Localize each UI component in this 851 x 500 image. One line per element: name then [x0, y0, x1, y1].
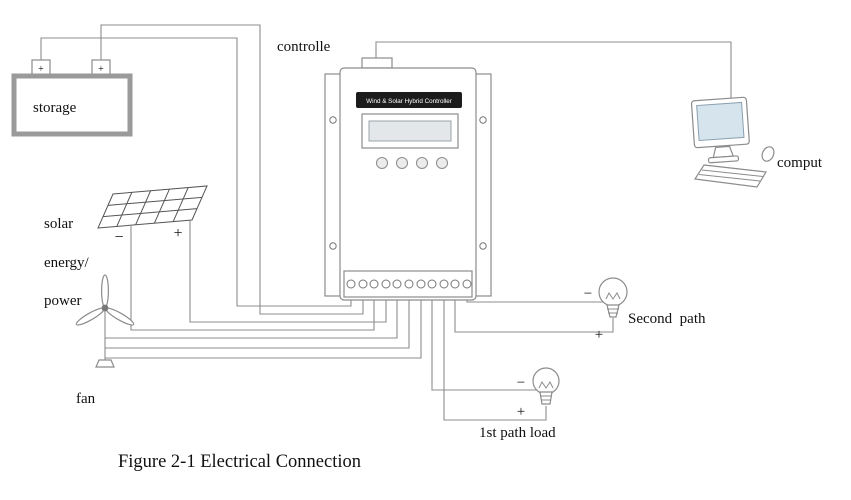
wire-computer	[375, 41, 732, 99]
controller-flange-left	[324, 73, 342, 297]
wire-second-path-plus	[454, 300, 614, 333]
wire-fan-1	[105, 300, 398, 339]
mounting-hole	[329, 242, 337, 250]
wire-solar-plus	[189, 221, 387, 323]
fan-label: fan	[76, 391, 96, 407]
storage-label: storage	[33, 100, 77, 116]
source-label-line1: solar	[44, 216, 73, 232]
second-path-minus-mark: −	[584, 286, 592, 302]
controller: Wind & Solar Hybrid Controller	[324, 57, 492, 301]
bulb-glass	[598, 277, 628, 307]
wire-fan-2	[105, 300, 410, 349]
battery-body	[11, 73, 133, 137]
monitor-screen	[696, 101, 745, 142]
solar-minus-mark: −	[114, 229, 123, 246]
monitor-base	[707, 155, 740, 164]
keyboard	[693, 164, 767, 188]
controller-button-2	[396, 157, 408, 169]
controller-flange-right	[474, 73, 492, 297]
turbine-blade	[100, 274, 109, 308]
wire-fan-3	[105, 300, 422, 359]
controller-button-1	[376, 157, 388, 169]
mouse	[761, 146, 775, 162]
battery: + + storage	[11, 59, 133, 137]
source-label-line2: energy/	[44, 255, 90, 271]
wire-first-path-minus	[431, 300, 536, 391]
second-path-label: Second path	[628, 311, 706, 327]
controller-button-3	[416, 157, 428, 169]
wires	[40, 24, 732, 421]
bulb-filament	[605, 292, 621, 300]
first-path-plus-mark: +	[517, 404, 525, 420]
mounting-hole	[329, 116, 337, 124]
bulb-filament	[538, 381, 554, 389]
source-label-line3: power	[44, 293, 82, 309]
wire-second-path-minus	[466, 300, 603, 303]
battery-terminal-right-mark: +	[98, 64, 104, 75]
controller-label: controlle	[277, 39, 331, 55]
controller-title: Wind & Solar Hybrid Controller	[366, 98, 452, 105]
terminals	[346, 279, 472, 289]
mounting-hole	[479, 116, 487, 124]
computer-label: comput	[777, 155, 823, 171]
computer	[690, 96, 775, 188]
controller-button-4	[436, 157, 448, 169]
wire-battery-left	[40, 37, 352, 307]
turbine-base	[95, 359, 115, 368]
bulb-glass	[532, 367, 560, 395]
solar-plus-mark: +	[173, 225, 182, 242]
first-path-label: 1st path load	[479, 425, 556, 441]
keyboard-keys	[701, 169, 764, 177]
lcd-screen	[368, 120, 452, 142]
second-path-plus-mark: +	[595, 327, 603, 343]
controller-header	[356, 92, 462, 108]
bulb-base	[606, 304, 620, 318]
turbine-hub	[101, 304, 109, 312]
wind-turbine	[75, 274, 135, 368]
wire-battery-right	[100, 24, 364, 315]
wire-solar-minus	[130, 226, 375, 331]
mounting-hole	[479, 242, 487, 250]
figure-caption: Figure 2-1 Electrical Connection	[118, 452, 361, 472]
keyboard-keys	[698, 174, 761, 182]
diagram-labels: controlle comput solar energy/ power fan…	[44, 39, 823, 472]
controller-top-tab	[361, 57, 393, 69]
battery-terminal-left-mark: +	[38, 64, 44, 75]
bulb-base	[539, 391, 553, 405]
wire-first-path-plus	[443, 300, 547, 421]
first-path-minus-mark: −	[517, 375, 525, 391]
second-path-bulb: − +	[584, 277, 628, 343]
solar-panel: − +	[98, 186, 207, 246]
first-path-bulb: − +	[517, 367, 560, 420]
